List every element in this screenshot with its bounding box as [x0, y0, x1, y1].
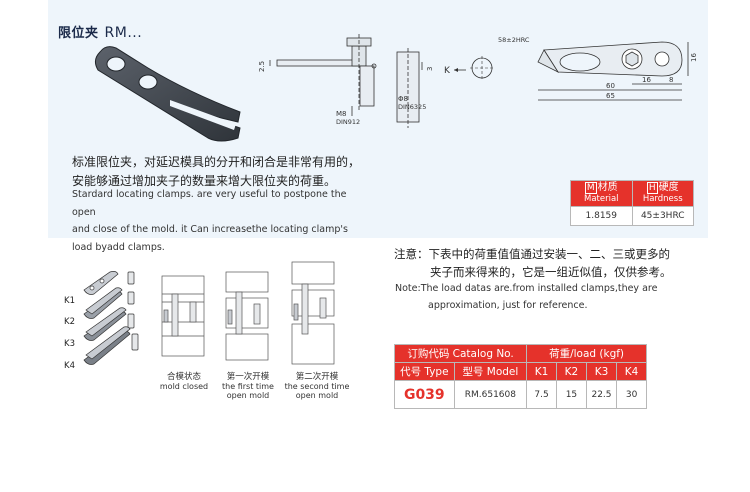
- first-open-diagram: [225, 271, 269, 361]
- screw-label: M8: [336, 110, 347, 118]
- note-cn: 注意：下表中的荷重值值通过安装一、二、三或更多的 夹子而来得来的，它是一组近似值…: [394, 246, 672, 281]
- clamp-product-image: [94, 46, 241, 142]
- note-en: Note:The load datas are.from installed c…: [395, 280, 657, 314]
- catalog-table: 订购代码 Catalog No. 荷重/load (kgf) 代号 Type 型…: [393, 344, 647, 409]
- description-cn-line1: 标准限位夹，对延迟模具的分开和闭合是非常有用的，: [72, 155, 361, 169]
- title-cn: 限位夹: [58, 26, 99, 41]
- col-k1: K1: [526, 362, 557, 381]
- clamp-k1: [83, 270, 135, 295]
- dim-16b: 16: [690, 53, 698, 62]
- col-model: 型号 Model: [453, 362, 528, 381]
- table-row: G039 RM.651608 7.5 15 22.5 30: [394, 380, 647, 409]
- k2-label: K2: [64, 317, 75, 327]
- k4-label: K4: [64, 361, 75, 371]
- dim-3: 3: [426, 67, 434, 71]
- top-view-drawing: 58±2HRC 16 8 16 60 65: [498, 36, 698, 101]
- k1-value: 7.5: [526, 380, 557, 409]
- clamp-k4: [83, 326, 139, 365]
- clamp-k3: [83, 307, 135, 341]
- step2-cn: 第一次开模: [226, 372, 270, 382]
- note-cn-line2: 夹子而来得来的，它是一组近似值，仅供参考。: [430, 264, 672, 279]
- col-k2: K2: [556, 362, 587, 381]
- pin-std: DIN6325: [398, 103, 426, 111]
- k3-label: K3: [64, 339, 75, 349]
- hardness-cn: 硬度: [658, 182, 679, 193]
- catalog-header: 订购代码 Catalog No.: [393, 344, 528, 363]
- description-cn-line2: 安能够通过增加夹子的数量来增大限位夹的荷重。: [72, 174, 337, 188]
- dim-2-5: 2.5: [258, 61, 266, 72]
- material-box: M: [584, 182, 597, 194]
- col-type: 代号 Type: [394, 362, 455, 381]
- k2-value: 15: [556, 380, 587, 409]
- step3-en2: open mold: [295, 391, 339, 400]
- mold-closed-diagram: [161, 275, 205, 357]
- step-second-open: 第二次开模 the second time open mold: [280, 372, 354, 401]
- step-mold-closed: 合模状态 mold closed: [152, 372, 216, 392]
- note-en-line1: Note:The load datas are.from installed c…: [395, 283, 658, 294]
- step1-cn: 合模状态: [166, 372, 201, 382]
- description-en-line3: load byadd clamps.: [72, 241, 165, 253]
- k1-label: K1: [64, 296, 75, 306]
- col-k4: K4: [616, 362, 647, 381]
- stacked-clamps-diagram: [83, 270, 139, 365]
- hardness-box: H: [646, 182, 658, 194]
- description-en: Stardard locating clamps. are very usefu…: [72, 186, 372, 256]
- material-cn: 材质: [597, 182, 618, 193]
- dim-16a: 16: [642, 76, 651, 84]
- dim-8: 8: [669, 76, 673, 84]
- model-value: RM.651608: [453, 380, 528, 409]
- material-en: Material: [583, 194, 619, 204]
- hardness-note: 58±2HRC: [498, 36, 530, 44]
- hardness-value: 45±3HRC: [631, 206, 694, 226]
- pin-label: Φ8: [398, 95, 408, 103]
- description-en-line1: Stardard locating clamps. are very usefu…: [72, 189, 347, 218]
- screw-std: DIN912: [336, 118, 360, 126]
- description-cn: 标准限位夹，对延迟模具的分开和闭合是非常有用的， 安能够通过增加夹子的数量来增大…: [72, 153, 372, 191]
- step2-en2: open mold: [226, 391, 270, 400]
- side-view-drawing: 2.5 3 M8 DIN912 Φ8 DIN6325: [258, 34, 434, 128]
- col-k3: K3: [585, 362, 618, 381]
- step3-en1: the second time: [284, 382, 350, 391]
- clamp-k2: [83, 287, 135, 319]
- load-header: 荷重/load (kgf): [526, 344, 647, 363]
- hardness-en: Hardness: [642, 194, 683, 204]
- dim-60: 60: [606, 82, 615, 90]
- page-title: 限位夹 RM...: [58, 22, 142, 41]
- step-first-open: 第一次开模 the first time open mold: [214, 372, 282, 401]
- k-view-label: K: [444, 66, 451, 76]
- k4-value: 30: [616, 380, 647, 409]
- k3-value: 22.5: [585, 380, 618, 409]
- note-en-line2: approximation, just for reference.: [428, 300, 588, 311]
- title-code: RM...: [104, 25, 143, 41]
- type-value: G039: [394, 380, 455, 409]
- step2-en1: the first time: [222, 382, 274, 391]
- note-cn-line1: 注意：下表中的荷重值值通过安装一、二、三或更多的: [394, 247, 670, 261]
- second-open-diagram: [291, 261, 335, 365]
- material-value: 1.8159: [570, 206, 633, 226]
- k-view-drawing: K: [444, 56, 494, 80]
- step1-en1: mold closed: [159, 382, 209, 391]
- dim-65: 65: [606, 92, 615, 100]
- step3-cn: 第二次开模: [295, 372, 339, 382]
- description-en-line2: and close of the mold. it Can increaseth…: [72, 224, 348, 235]
